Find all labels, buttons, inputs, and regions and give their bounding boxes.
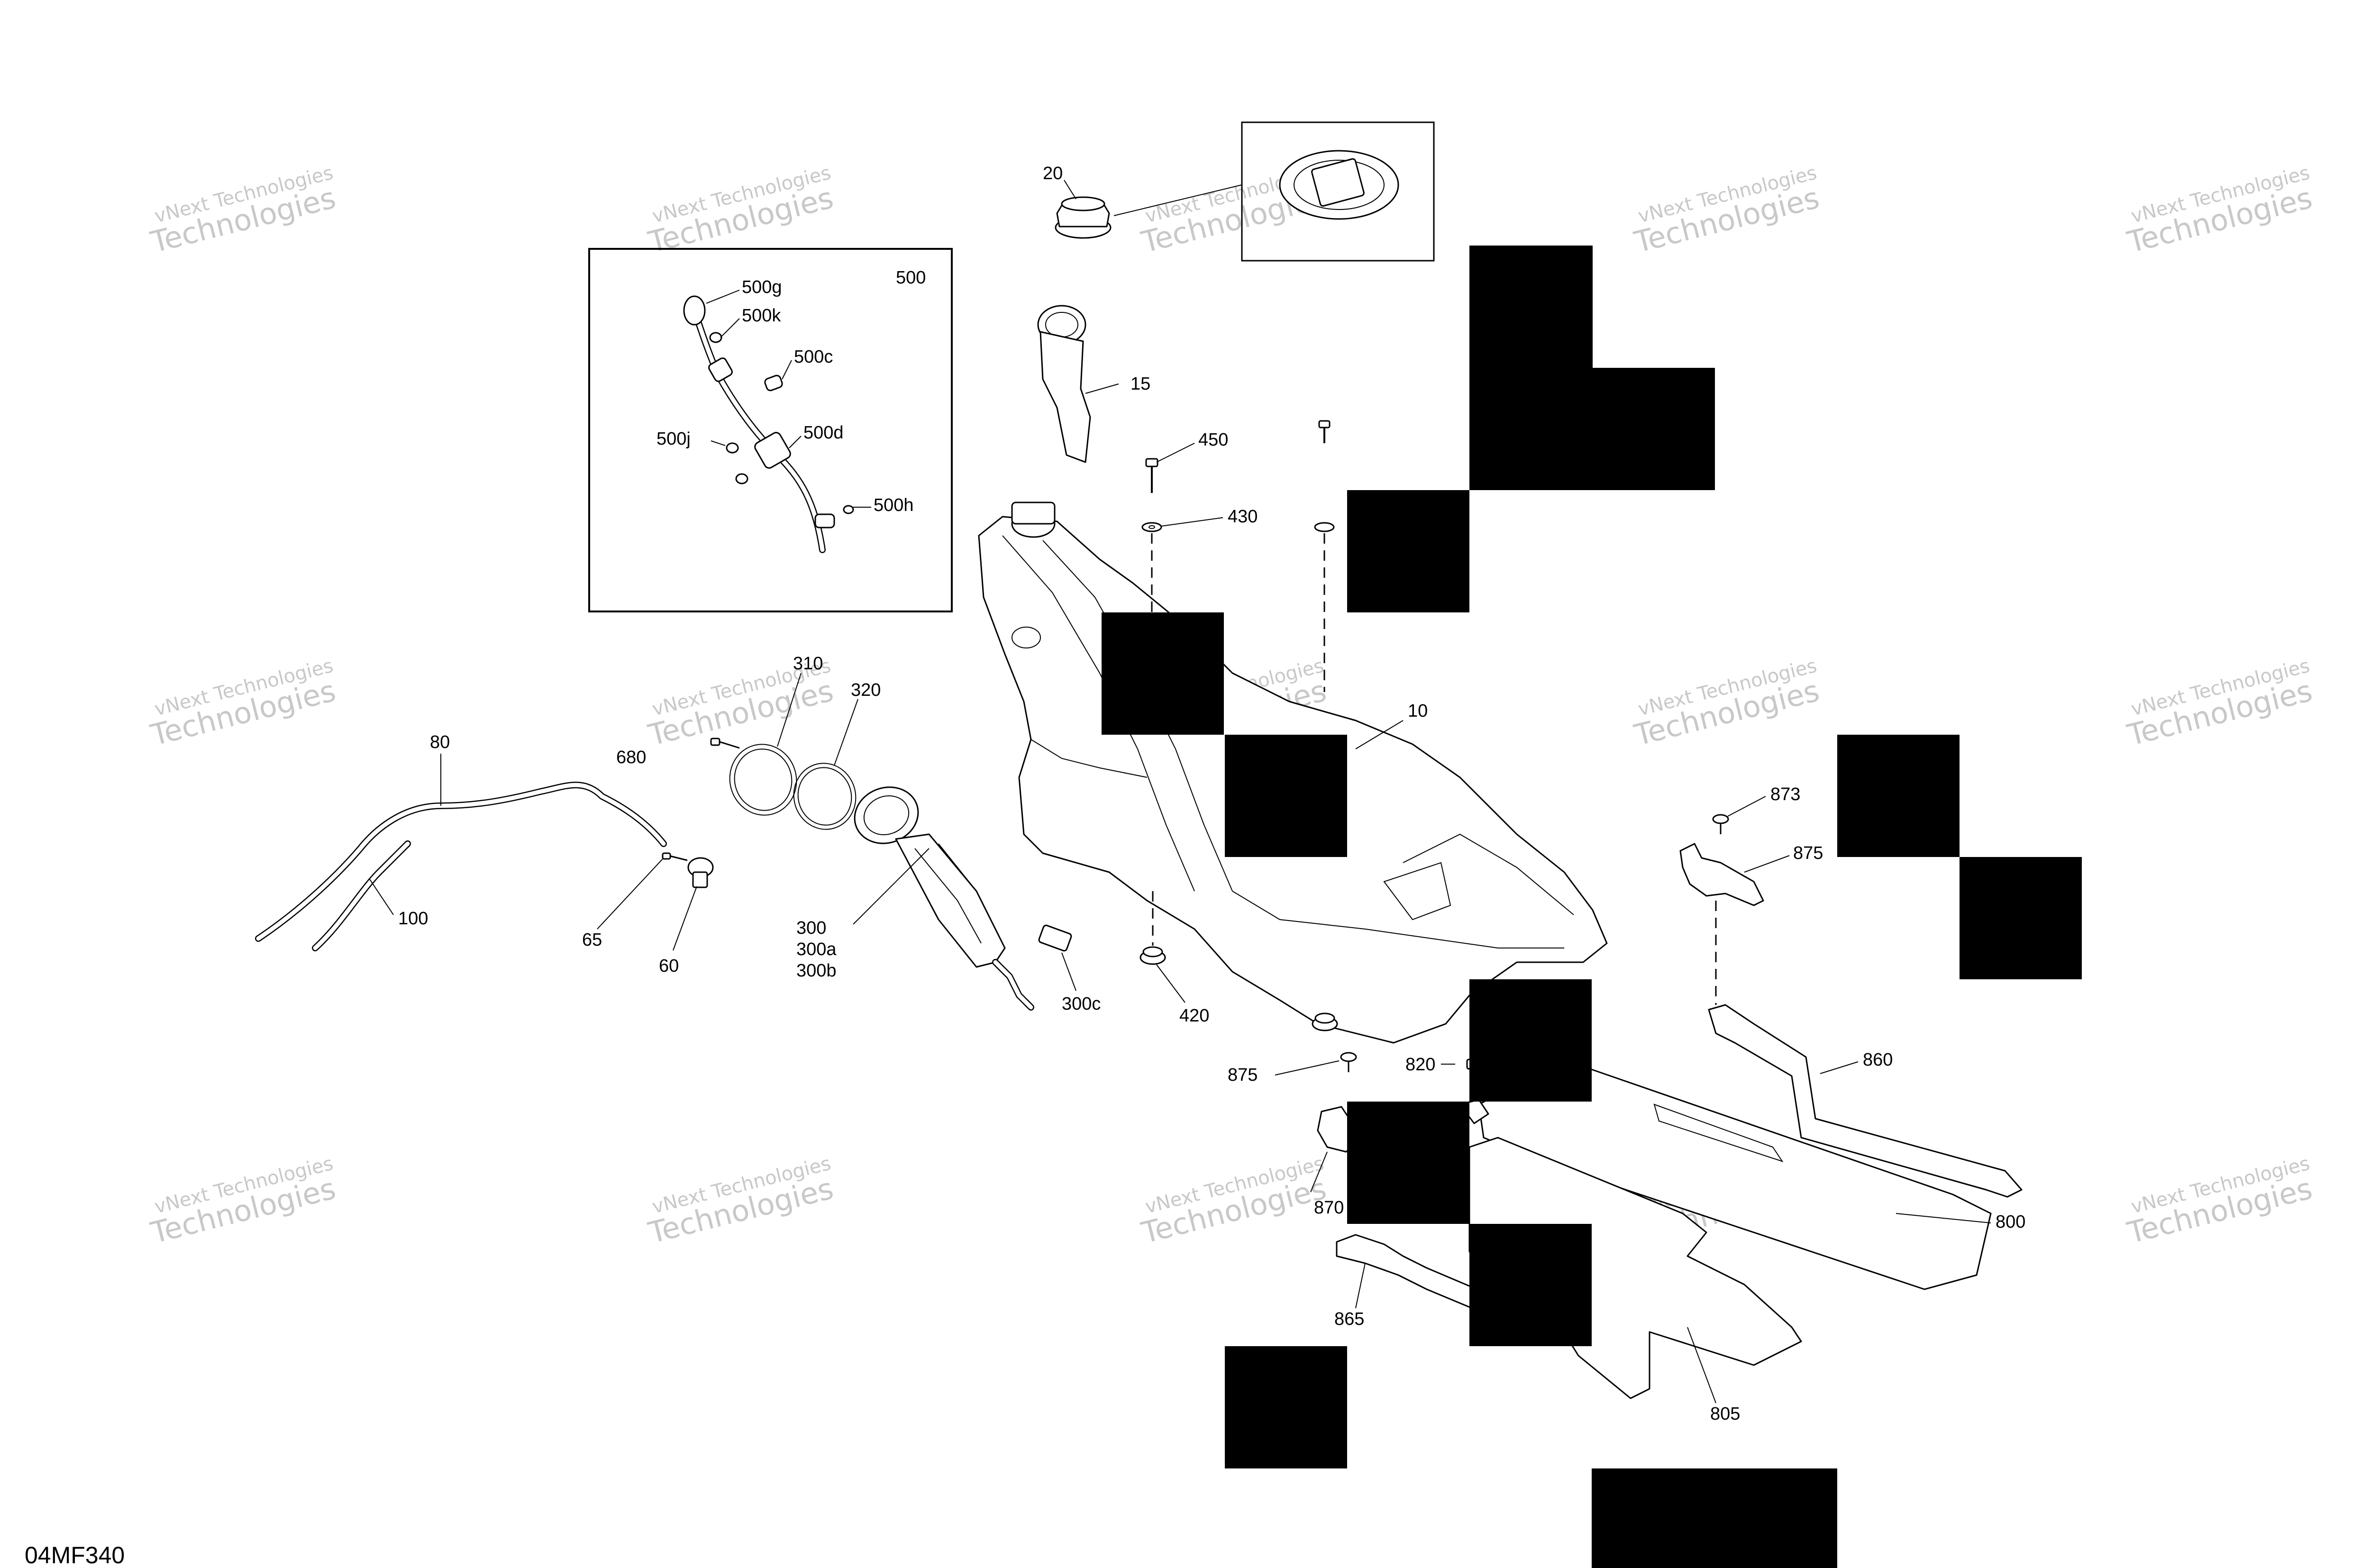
callout-310: 310 <box>793 654 823 674</box>
callout-300c: 300c <box>1062 994 1101 1014</box>
callout-65: 65 <box>582 930 602 950</box>
redaction-block <box>1837 735 1960 857</box>
redaction-block <box>1592 1468 1837 1568</box>
callout-800: 800 <box>1996 1212 2025 1232</box>
redaction-block <box>1225 1346 1347 1468</box>
callout-10: 10 <box>1408 701 1428 721</box>
fitting-500g <box>683 295 706 326</box>
redaction-blocks <box>1102 246 2082 1568</box>
clip-500c <box>764 374 783 392</box>
cap-detail-inset <box>1241 121 1435 262</box>
bolt-right <box>1318 420 1331 443</box>
seal-320 <box>793 763 857 830</box>
float-300c <box>1038 924 1072 952</box>
redaction-block <box>1225 735 1347 857</box>
elbow-500h <box>814 513 835 529</box>
rail-860 <box>1708 1004 2023 1198</box>
screw-875-left <box>1340 1052 1357 1072</box>
fuel-pump-300 <box>854 786 1072 1011</box>
callout-15: 15 <box>1130 374 1150 394</box>
callout-300a: 300a <box>796 939 837 959</box>
callout-60: 60 <box>659 956 679 976</box>
callout-300: 300 <box>796 918 826 938</box>
clamp-500k <box>709 332 722 343</box>
bracket-865 <box>1336 1234 1489 1314</box>
clip-500j-b <box>735 473 748 484</box>
clip-500j <box>726 442 739 454</box>
cap-inset-frame <box>1241 121 1435 262</box>
inset-500: 500 500g 500k 500c 500d 500j 500h <box>588 248 953 612</box>
redaction-block <box>1347 1102 1469 1224</box>
callout-680: 680 <box>616 748 646 767</box>
seal-310 <box>729 744 797 816</box>
callout-500d: 500d <box>803 423 844 443</box>
redaction-block <box>1960 857 2082 979</box>
callout-875-left: 875 <box>1228 1065 1258 1085</box>
bracket-875-right <box>1679 843 1764 906</box>
screw-873 <box>1712 814 1729 834</box>
vent-line-100 <box>312 840 411 951</box>
callout-80: 80 <box>430 732 450 752</box>
callout-860: 860 <box>1863 1050 1893 1070</box>
callout-805: 805 <box>1710 1404 1740 1424</box>
callout-320: 320 <box>851 680 881 700</box>
callout-873: 873 <box>1770 784 1800 804</box>
washer-right <box>1314 522 1335 532</box>
callout-20: 20 <box>1043 164 1063 183</box>
fuel-line-assembly <box>683 295 854 553</box>
redaction-block <box>1347 490 1469 612</box>
callout-500h: 500h <box>874 495 914 515</box>
washer-430 <box>1141 522 1162 532</box>
filter-500d <box>754 432 791 469</box>
cap-label <box>1311 158 1365 207</box>
callout-430: 430 <box>1228 507 1258 527</box>
callout-300b: 300b <box>796 961 837 981</box>
redaction-block <box>1469 979 1592 1102</box>
callout-875-right: 875 <box>1793 843 1823 863</box>
callout-500c: 500c <box>794 347 833 367</box>
callout-865: 865 <box>1334 1309 1364 1329</box>
clip-65 <box>662 852 688 861</box>
redaction-block <box>1102 612 1224 735</box>
filler-neck-15 <box>1037 305 1091 463</box>
callout-500: 500 <box>896 268 926 288</box>
grommet-right <box>1312 1012 1338 1031</box>
redaction-block <box>1469 368 1715 490</box>
callout-100: 100 <box>398 909 428 929</box>
valve-60 <box>687 857 714 888</box>
bolt-450 <box>1145 458 1158 493</box>
callout-820: 820 <box>1405 1055 1435 1075</box>
redaction-block <box>1469 246 1593 368</box>
vent-line-80 <box>255 782 667 942</box>
skid-plate-800 <box>1478 1066 1992 1290</box>
figure-code: 04MF340 <box>25 1542 125 1568</box>
connector <box>708 357 733 382</box>
callout-450: 450 <box>1198 430 1228 450</box>
callout-500k: 500k <box>742 306 781 326</box>
clip-500h <box>843 505 854 514</box>
fuel-cap-20 <box>1055 196 1112 239</box>
callout-500g: 500g <box>742 277 782 297</box>
screw-680 <box>710 738 740 749</box>
callout-870: 870 <box>1314 1198 1344 1218</box>
inset-frame <box>588 248 953 612</box>
grommet-420 <box>1139 946 1166 965</box>
redaction-block <box>1469 1224 1592 1346</box>
callout-420: 420 <box>1179 1006 1209 1026</box>
callout-500j: 500j <box>656 429 691 449</box>
